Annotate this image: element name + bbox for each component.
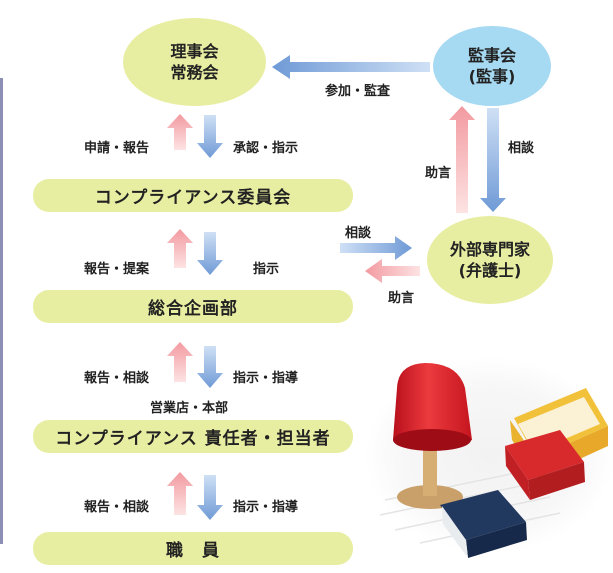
- planning-node: 総合企画部: [33, 290, 353, 323]
- expert-line1: 外部専門家: [449, 240, 530, 259]
- label-instruct-down-4: 指示・指導: [233, 500, 299, 515]
- staff-node: 職 員: [33, 532, 353, 565]
- arrow-left-audit: [272, 55, 430, 79]
- label-branch-hq: 営業店・本部: [150, 401, 229, 416]
- committee-node: コンプライアンス委員会: [33, 179, 353, 212]
- arrow-down-3: [197, 346, 223, 388]
- arrow-down-4: [197, 475, 223, 520]
- navy-book-icon: [440, 490, 527, 558]
- officer-label: コンプライアンス 責任者・担当者: [55, 429, 331, 449]
- staff-label: 職 員: [166, 541, 220, 561]
- left-edge-rule: [0, 78, 3, 544]
- auditor-line1: 監事会: [467, 46, 516, 65]
- label-advice-to-auditor: 助言: [425, 166, 452, 181]
- auditor-node: 監事会 (監事): [433, 26, 551, 106]
- expert-line2: (弁護士): [458, 261, 522, 280]
- arrow-up-advice: [449, 106, 475, 213]
- label-consult-auditor: 相談: [508, 141, 535, 156]
- label-consult-to-expert: 相談: [345, 226, 372, 241]
- arrow-down-consult: [480, 108, 506, 212]
- board-node: 理事会 常務会: [123, 18, 266, 106]
- label-report-up-2: 報告・提案: [84, 262, 150, 277]
- lamp-icon: [393, 363, 472, 509]
- arrow-up-3: [167, 342, 193, 382]
- label-report-up-1: 申請・報告: [84, 141, 150, 156]
- label-participate-audit: 参加・監査: [325, 84, 391, 99]
- arrow-up-4: [167, 472, 193, 515]
- board-line2: 常務会: [170, 63, 219, 82]
- label-instruct-down-3: 指示・指導: [233, 371, 299, 386]
- red-book-icon: [505, 430, 585, 500]
- expert-node: 外部専門家 (弁護士): [427, 216, 553, 304]
- arrow-right-consult: [340, 236, 412, 260]
- officer-node: コンプライアンス 責任者・担当者: [33, 420, 353, 453]
- arrow-down-2: [197, 232, 223, 275]
- arrow-left-advice: [365, 259, 420, 283]
- auditor-line2: (監事): [468, 67, 516, 86]
- label-report-up-3: 報告・相談: [84, 371, 150, 386]
- committee-label: コンプライアンス委員会: [94, 188, 292, 208]
- label-instruct-down-2: 指示: [253, 262, 280, 277]
- arrow-down-1: [197, 115, 223, 158]
- label-advice-from-expert: 助言: [388, 291, 415, 306]
- arrow-up-1: [167, 114, 193, 150]
- label-report-up-4: 報告・相談: [84, 500, 150, 515]
- board-line1: 理事会: [170, 42, 219, 61]
- planning-label: 総合企画部: [148, 299, 238, 319]
- arrow-up-2: [167, 229, 193, 268]
- label-approve-down-1: 承認・指示: [233, 141, 299, 156]
